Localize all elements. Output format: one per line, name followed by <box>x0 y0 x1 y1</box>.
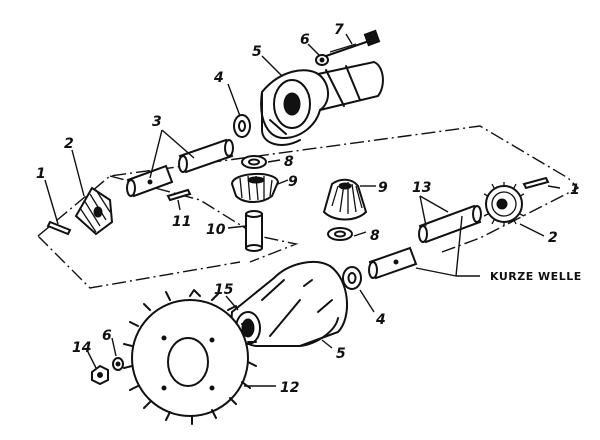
thrust-washer-lower <box>342 266 362 290</box>
callout-10: 10 <box>206 222 226 238</box>
washer-lower <box>112 357 124 371</box>
pin-left <box>46 220 72 236</box>
spacer-washer-upper <box>241 155 267 169</box>
callout-2-right: 2 <box>548 230 558 246</box>
axle-shaft-c <box>418 204 482 244</box>
callout-15: 15 <box>214 282 234 298</box>
callout-3: 3 <box>152 114 162 130</box>
callout-6-top: 6 <box>300 32 310 48</box>
hex-nut <box>91 364 109 386</box>
callout-1-right: 1 <box>570 182 580 198</box>
side-gear-right <box>483 182 525 226</box>
callout-11: 11 <box>172 214 191 230</box>
callout-5-top: 5 <box>252 44 262 60</box>
note-kurze-welle: KURZE WELLE <box>490 270 582 283</box>
sprocket <box>123 289 257 425</box>
callout-9-left: 9 <box>288 174 298 190</box>
pin-right <box>522 176 550 190</box>
bolt-upper <box>325 29 381 57</box>
axle-shaft-short <box>368 246 418 280</box>
thrust-washer-upper <box>233 114 251 138</box>
cross-pin <box>166 188 192 202</box>
callout-2-left: 2 <box>64 136 74 152</box>
axle-shaft-b <box>178 138 234 174</box>
callout-8-bottom: 8 <box>370 228 380 244</box>
leader-lines <box>44 33 561 387</box>
housing-upper <box>260 60 384 146</box>
callout-12: 12 <box>280 380 299 396</box>
callout-13: 13 <box>412 180 431 196</box>
callout-4-top: 4 <box>213 70 224 86</box>
callout-4-bottom: 4 <box>375 312 386 328</box>
callout-1-left: 1 <box>36 166 46 182</box>
callout-5-bottom: 5 <box>336 346 346 362</box>
callout-14: 14 <box>72 340 91 356</box>
callout-8-top: 8 <box>284 154 294 170</box>
pinion-gear-upper <box>230 172 280 203</box>
spindle <box>245 210 263 252</box>
assembly-centerline <box>37 125 580 289</box>
housing-lower <box>230 261 348 347</box>
washer-upper <box>315 54 329 66</box>
axle-shaft-a <box>126 164 174 198</box>
callout-7: 7 <box>334 22 344 38</box>
callout-6-bottom: 6 <box>102 328 112 344</box>
spacer-washer-lower <box>327 227 353 241</box>
side-gear-left <box>74 186 114 236</box>
pinion-gear-right <box>322 178 368 221</box>
callout-9-right: 9 <box>378 180 388 196</box>
